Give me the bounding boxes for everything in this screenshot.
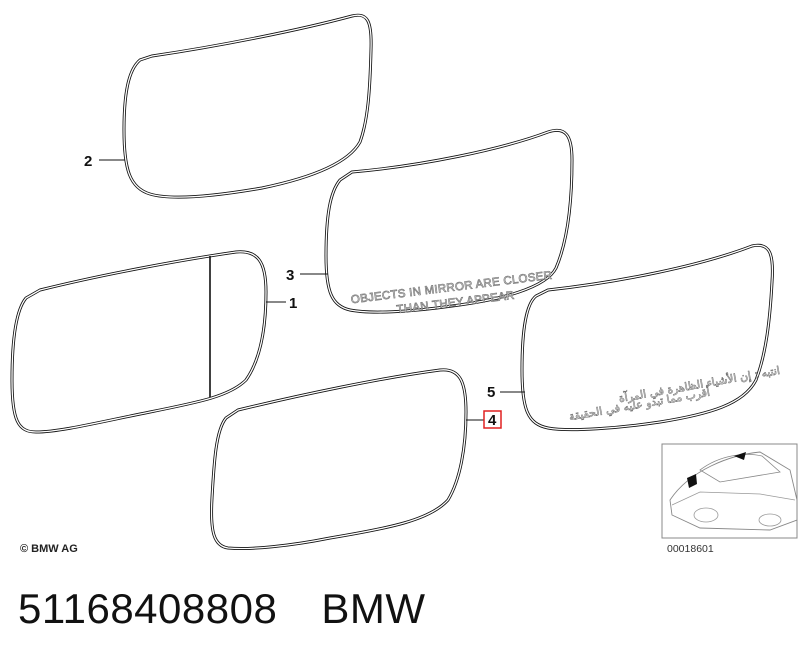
- mirror-glass-5[interactable]: انتبه : إن الأشياء الظاهرة في المرآة أقر…: [520, 243, 781, 432]
- footer: 51168408808 BMW: [18, 585, 425, 633]
- callout-2[interactable]: 2: [84, 153, 92, 170]
- part-number: 51168408808: [18, 585, 278, 632]
- diagram-reference-number: 00018601: [667, 543, 714, 555]
- mirror-glass-1[interactable]: [10, 250, 268, 434]
- mirror-glass-2[interactable]: [122, 13, 373, 199]
- callout-5[interactable]: 5: [487, 384, 495, 401]
- mirror-glass-3[interactable]: OBJECTS IN MIRROR ARE CLOSER THAN THEY A…: [324, 128, 574, 317]
- callout-1[interactable]: 1: [289, 295, 297, 312]
- mirror-glass-4[interactable]: [210, 368, 468, 551]
- car-location-thumbnail: [661, 443, 798, 539]
- callout-4[interactable]: 4: [488, 412, 497, 429]
- mirror-location-marker: [687, 474, 697, 488]
- brand-name: BMW: [321, 585, 426, 632]
- callout-4-highlight-box: [483, 410, 502, 429]
- copyright-text: © BMW AG: [20, 543, 78, 555]
- callout-3[interactable]: 3: [286, 267, 294, 284]
